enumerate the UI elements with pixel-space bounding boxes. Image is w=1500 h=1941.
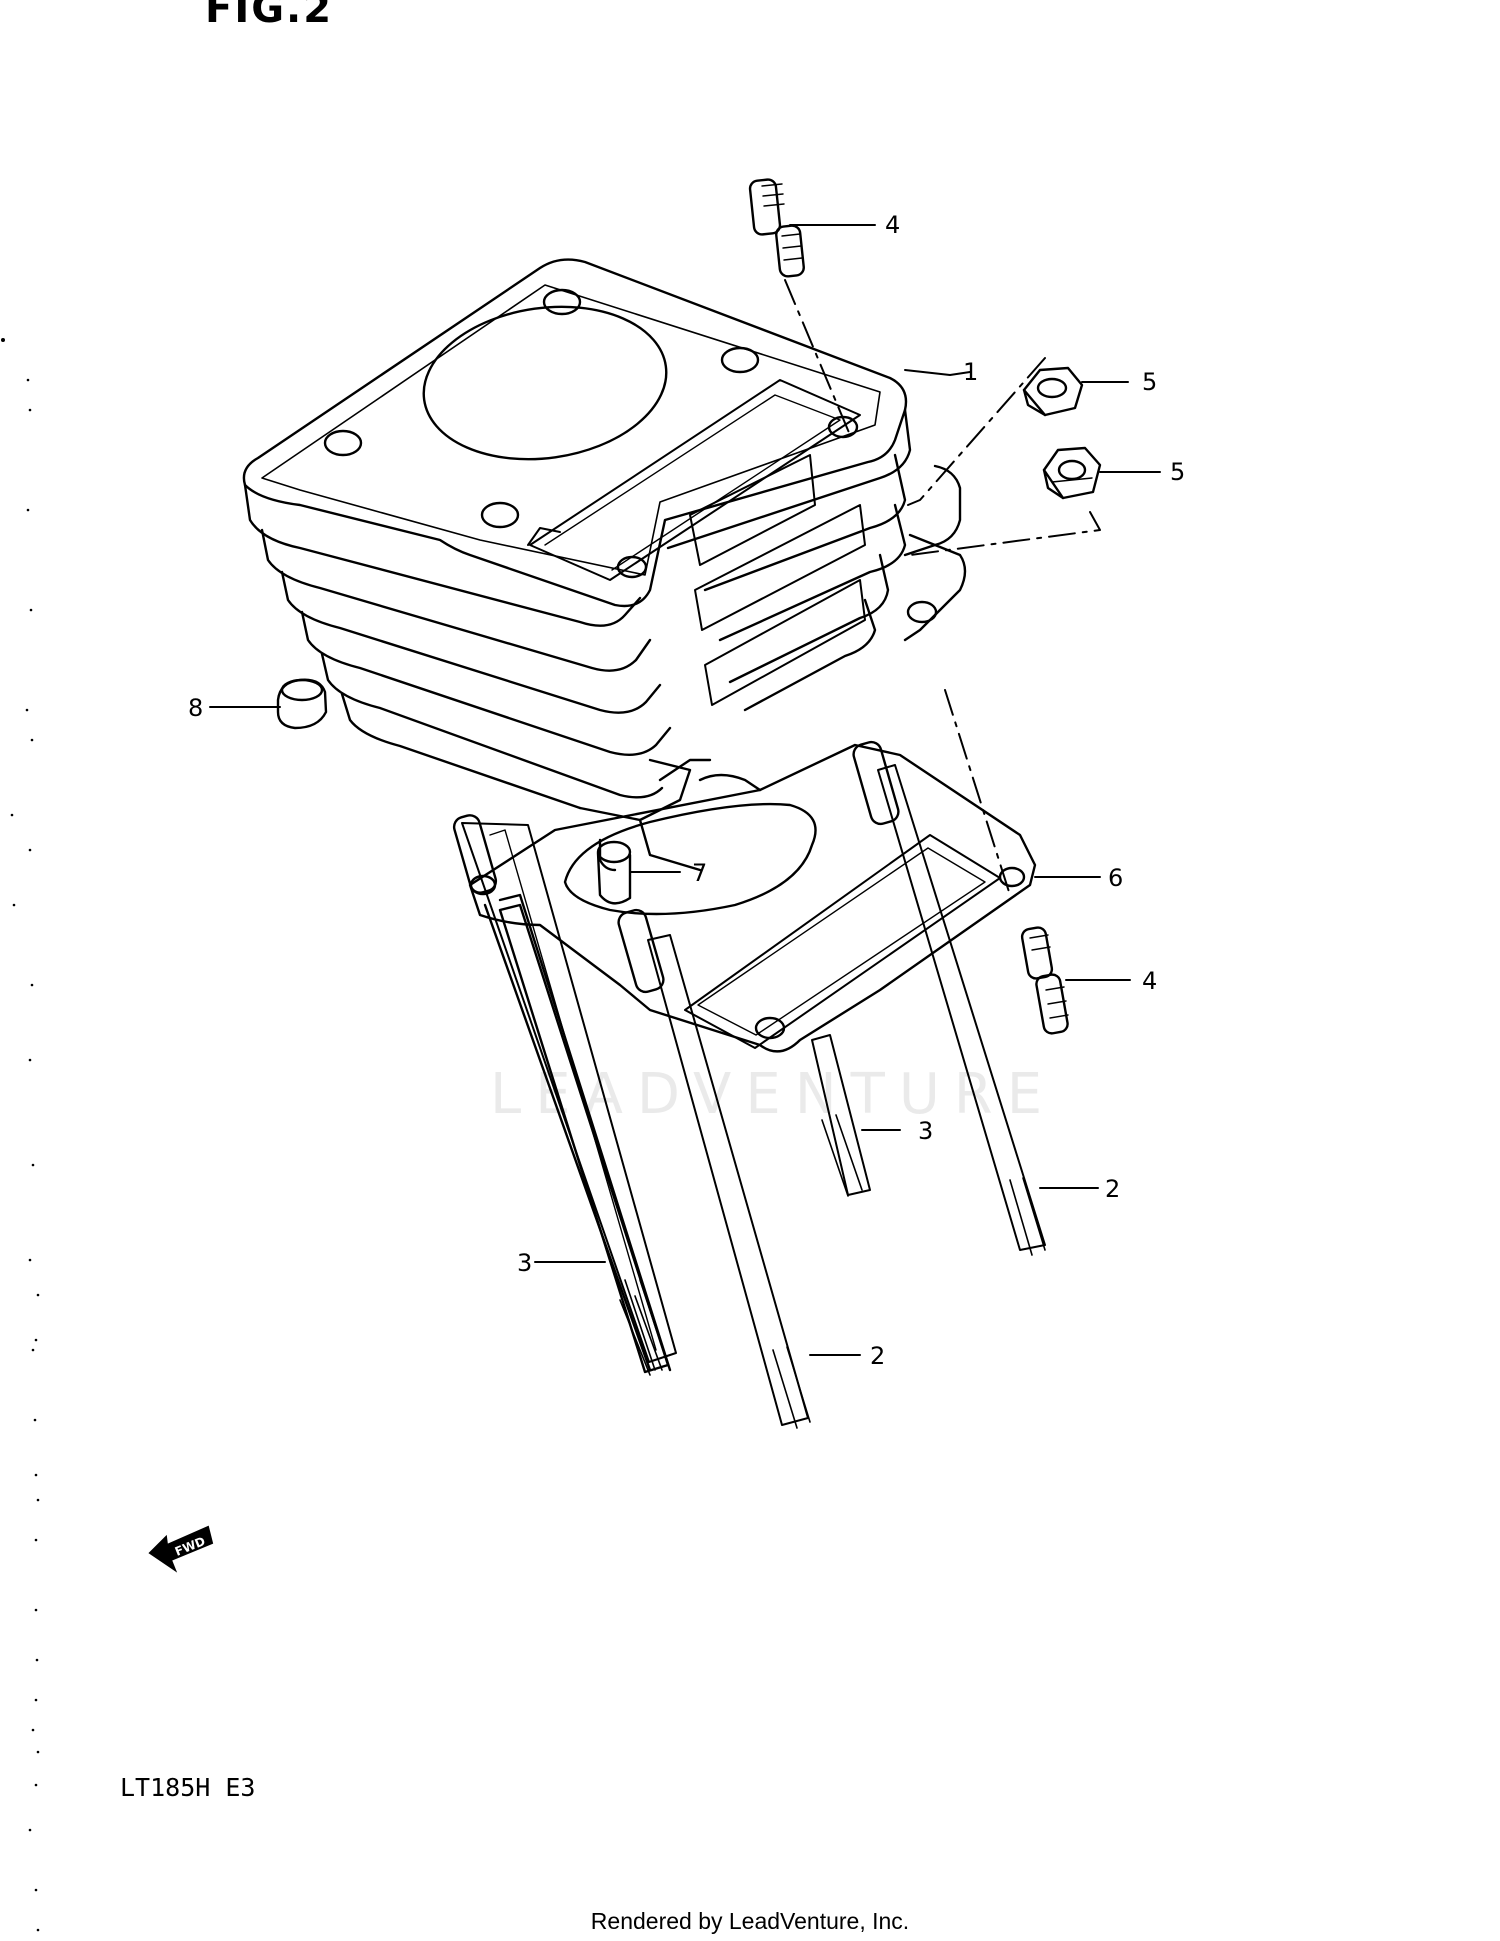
assembly-lines	[784, 279, 1101, 896]
callout-4-top: 4	[885, 211, 900, 239]
callout-4-right: 4	[1142, 967, 1157, 995]
short-stud-right	[1020, 926, 1069, 1035]
long-stud-left-outer	[498, 903, 670, 1376]
callout-6: 6	[1108, 864, 1123, 892]
callout-8: 8	[188, 694, 203, 722]
cylinder-part	[242, 258, 967, 872]
cap-plug	[276, 678, 328, 730]
stud-left-rear	[483, 893, 672, 1372]
dowel-pin	[596, 840, 632, 905]
callout-3-left: 3	[517, 1249, 532, 1277]
short-stud-rear-center	[811, 1034, 871, 1197]
leader-lines	[209, 224, 1161, 1356]
short-stud-top	[748, 178, 805, 278]
render-credit: Rendered by LeadVenture, Inc.	[590, 1908, 910, 1934]
scan-edge-marks	[1, 338, 40, 1932]
callout-7: 7	[692, 859, 707, 887]
flange-nut-upper	[1022, 366, 1084, 417]
model-code: LT185H E3	[120, 1773, 256, 1802]
callout-2-left: 2	[870, 1342, 885, 1370]
watermark: LEADVENTURE	[490, 1062, 1057, 1127]
forward-arrow-icon: FWD	[148, 1525, 214, 1573]
flange-nut-lower	[1042, 446, 1102, 500]
callout-3-right: 3	[918, 1117, 933, 1145]
figure-title: FIG.2	[205, 0, 334, 32]
callout-1: 1	[963, 358, 978, 386]
long-stud-front-center	[617, 908, 811, 1429]
callout-5-upper: 5	[1142, 368, 1157, 396]
long-stud-rear-right	[852, 740, 1046, 1256]
callout-5-lower: 5	[1170, 458, 1185, 486]
callout-2-right: 2	[1105, 1175, 1120, 1203]
